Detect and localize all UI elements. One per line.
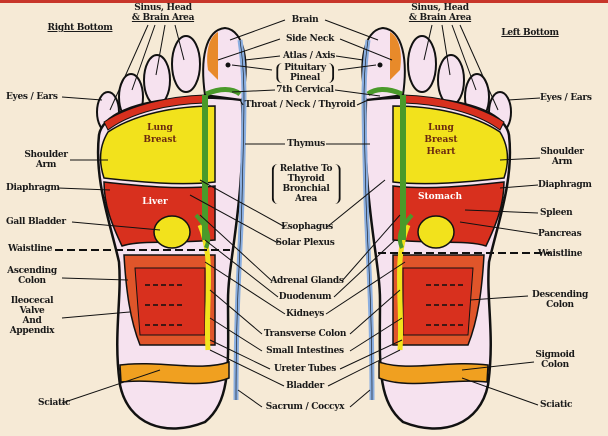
diaphragm-label-left: Diaphragm bbox=[6, 183, 60, 193]
colon-line: Colon bbox=[546, 300, 574, 310]
sinus-line1: Sinus, Head bbox=[411, 3, 469, 13]
sinus-label-left: Sinus, Head& Brain Area bbox=[131, 3, 195, 23]
bladder-label: Bladder bbox=[286, 381, 324, 391]
shoulder-line: Shoulder bbox=[540, 147, 584, 157]
relative-line1: Relative To bbox=[279, 164, 333, 174]
colon-line: Colon bbox=[541, 360, 569, 370]
transverse-colon-label: Transverse Colon bbox=[263, 329, 347, 339]
right-bottom-title: Right Bottom bbox=[47, 23, 113, 33]
eyes-ears-label-right: Eyes / Ears bbox=[540, 93, 592, 103]
zone-breast: Breast bbox=[424, 135, 458, 145]
pineal-line: Pineal bbox=[290, 73, 320, 83]
arm-line: Arm bbox=[551, 157, 573, 167]
gall-bladder-label: Gall Bladder bbox=[6, 217, 66, 227]
seventh-cervical-label: 7th Cervical bbox=[276, 85, 334, 95]
thymus-label: Thymus bbox=[287, 139, 325, 149]
diaphragm-label-right: Diaphragm bbox=[538, 180, 592, 190]
adrenal-glands-label: Adrenal Glands bbox=[270, 276, 344, 286]
shoulder-line: Shoulder bbox=[24, 150, 68, 160]
colon-line: Colon bbox=[18, 276, 46, 286]
esophagus-label: Esophagus bbox=[281, 222, 333, 232]
duodenum-label: Duodenum bbox=[278, 292, 332, 302]
sacrum-coccyx-label: Sacrum / Coccyx bbox=[265, 402, 345, 412]
waistline-label-left: Waistline bbox=[8, 244, 53, 254]
small-intestines-label: Small Intestines bbox=[266, 346, 344, 356]
ureter-tubes-label: Ureter Tubes bbox=[274, 364, 336, 374]
pancreas-label: Pancreas bbox=[538, 229, 582, 239]
relative-line4: Area bbox=[294, 194, 318, 204]
zone-lung: Lung bbox=[428, 123, 454, 133]
eyes-ears-label-left: Eyes / Ears bbox=[6, 92, 58, 102]
kidneys-label: Kidneys bbox=[285, 309, 325, 319]
throat-neck-thyroid-label: Throat / Neck / Thyroid bbox=[244, 100, 356, 110]
solar-plexus-label: Solar Plexus bbox=[275, 238, 335, 248]
waistline-label-right: Waistline bbox=[538, 249, 583, 259]
relative-line2: Thyroid bbox=[287, 174, 325, 184]
sinus-line2: & Brain Area bbox=[408, 13, 472, 23]
sinus-label-right: Sinus, Head& Brain Area bbox=[408, 3, 472, 23]
sigmoid-line: Sigmoid bbox=[535, 350, 575, 360]
zone-breast: Breast bbox=[143, 135, 177, 145]
relative-line3: Bronchial bbox=[282, 184, 330, 194]
pituitary-line: Pituitary bbox=[284, 63, 326, 73]
descending-line: Descending bbox=[532, 290, 588, 300]
brain-label: Brain bbox=[291, 15, 319, 25]
spleen-label: Spleen bbox=[540, 208, 573, 218]
zone-stomach: Stomach bbox=[417, 192, 463, 202]
ileocecal-line2: Valve bbox=[19, 306, 45, 316]
ascending-line: Ascending bbox=[7, 266, 57, 276]
sciatic-label-left: Sciatic bbox=[38, 398, 71, 408]
zone-liver: Liver bbox=[142, 197, 168, 207]
sciatic-label-right: Sciatic bbox=[540, 400, 573, 410]
ileocecal-line1: Ileocecal bbox=[10, 296, 54, 306]
sinus-line1: Sinus, Head bbox=[134, 3, 192, 13]
ileocecal-line3: And bbox=[22, 316, 42, 326]
left-bottom-title: Left Bottom bbox=[501, 28, 559, 38]
side-neck-label: Side Neck bbox=[285, 34, 335, 44]
ileocecal-line4: Appendix bbox=[9, 326, 55, 336]
zone-heart: Heart bbox=[426, 147, 456, 157]
zone-lung: Lung bbox=[147, 123, 173, 133]
atlas-axis-label: Atlas / Axis bbox=[282, 51, 336, 61]
arm-line: Arm bbox=[35, 160, 57, 170]
sinus-line2: & Brain Area bbox=[131, 13, 195, 23]
leader-lines bbox=[57, 19, 541, 408]
